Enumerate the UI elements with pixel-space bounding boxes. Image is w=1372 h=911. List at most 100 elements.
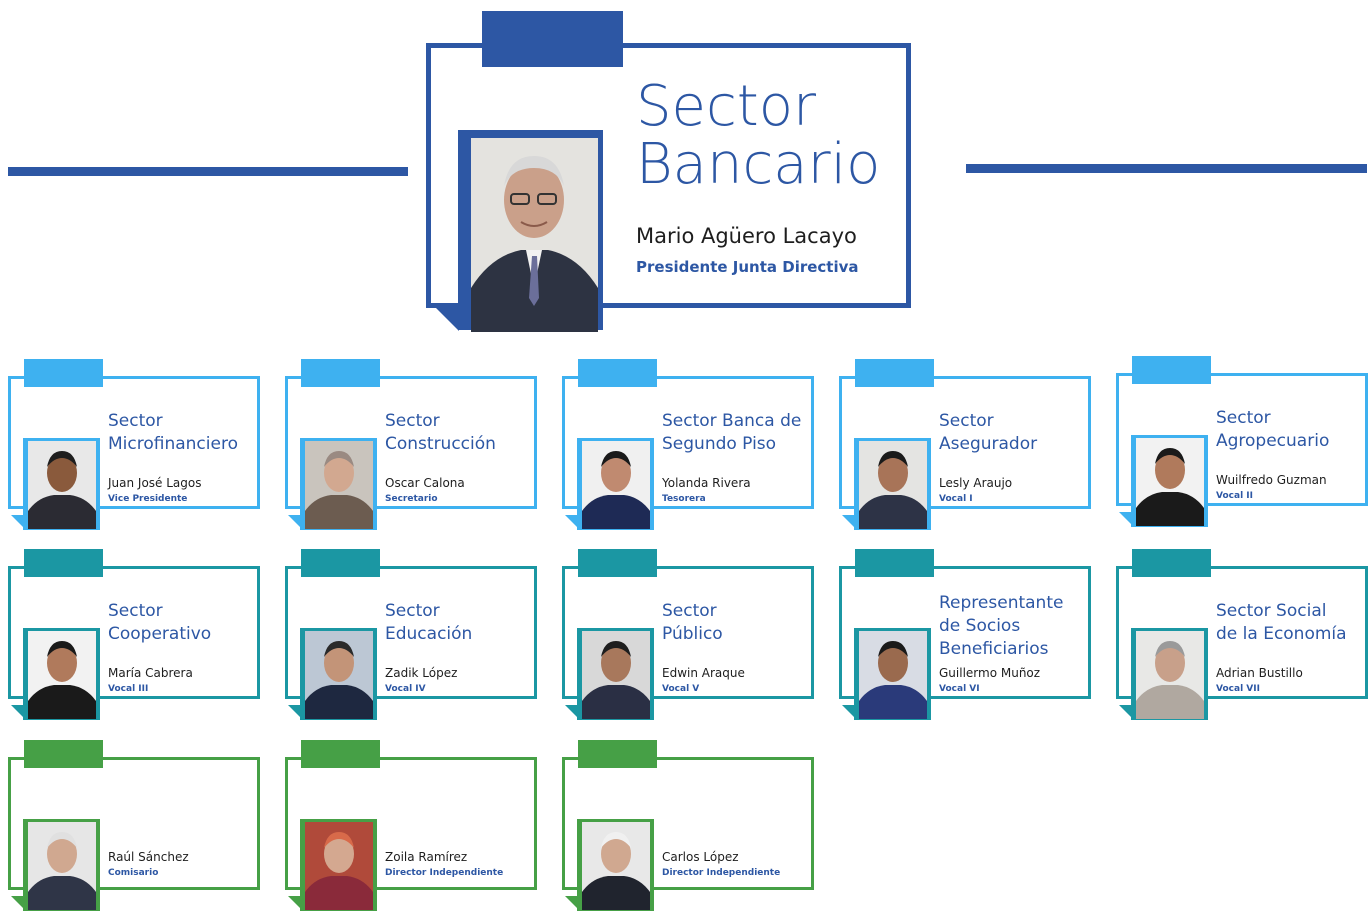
member-card-tab bbox=[24, 359, 103, 387]
member-card-tab bbox=[855, 359, 934, 387]
member-photo bbox=[305, 822, 373, 910]
member-role: Vocal VII bbox=[1216, 684, 1260, 694]
member-card-tab bbox=[24, 740, 103, 768]
left-divider-line bbox=[8, 167, 408, 176]
member-role: Vice Presidente bbox=[108, 494, 188, 504]
member-card-corner bbox=[11, 896, 23, 908]
member-photo bbox=[1136, 438, 1204, 526]
member-name: María Cabrera bbox=[108, 666, 193, 680]
member-photo bbox=[28, 441, 96, 529]
member-card-tab bbox=[578, 740, 657, 768]
member-sector-line2: Microfinanciero bbox=[108, 434, 238, 454]
member-card-tab bbox=[301, 359, 380, 387]
member-card-tab bbox=[301, 740, 380, 768]
member-card-corner bbox=[842, 705, 854, 717]
member-card-frame bbox=[8, 757, 260, 890]
member-card-frame bbox=[8, 376, 260, 509]
member-sector-line1: Representante bbox=[939, 593, 1064, 613]
member-card-tab bbox=[578, 549, 657, 577]
member-name: Guillermo Muñoz bbox=[939, 666, 1041, 680]
member-photo bbox=[582, 441, 650, 529]
member-sector-line1: Sector bbox=[939, 411, 994, 431]
member-sector-line1: Sector bbox=[108, 601, 163, 621]
member-card-corner bbox=[11, 705, 23, 717]
member-name: Carlos López bbox=[662, 850, 739, 864]
member-photo bbox=[305, 631, 373, 719]
member-sector-line1: Sector bbox=[108, 411, 163, 431]
member-role: Vocal IV bbox=[385, 684, 426, 694]
member-card-tab bbox=[1132, 356, 1211, 384]
member-card-corner bbox=[565, 515, 577, 527]
member-role: Secretario bbox=[385, 494, 438, 504]
member-name: Lesly Araujo bbox=[939, 476, 1013, 490]
member-card-corner bbox=[1119, 705, 1131, 717]
member-sector-line2: Agropecuario bbox=[1216, 431, 1330, 451]
president-sector-title: Sector Bancario bbox=[636, 78, 880, 194]
member-name: Wuilfredo Guzman bbox=[1216, 473, 1327, 487]
member-sector-line2: Construcción bbox=[385, 434, 496, 454]
member-role: Director Independiente bbox=[662, 868, 781, 878]
member-card-frame bbox=[562, 757, 814, 890]
right-divider-line bbox=[966, 164, 1367, 173]
member-photo bbox=[305, 441, 373, 529]
member-role: Vocal II bbox=[1216, 491, 1253, 501]
president-role: Presidente Junta Directiva bbox=[636, 258, 859, 276]
member-card-corner bbox=[288, 515, 300, 527]
member-name: Raúl Sánchez bbox=[108, 850, 189, 864]
member-card-tab bbox=[855, 549, 934, 577]
member-card-frame bbox=[1116, 566, 1368, 699]
member-sector-line2: Segundo Piso bbox=[662, 434, 777, 454]
member-photo bbox=[582, 631, 650, 719]
member-photo bbox=[582, 822, 650, 910]
member-card-tab bbox=[301, 549, 380, 577]
member-card-frame bbox=[839, 376, 1091, 509]
member-role: Vocal III bbox=[108, 684, 149, 694]
member-sector-line1: Sector bbox=[1216, 408, 1271, 428]
member-sector-line1: Sector bbox=[662, 601, 717, 621]
member-card-frame bbox=[839, 566, 1091, 699]
member-sector-line1: Sector Social bbox=[1216, 601, 1327, 621]
president-photo bbox=[471, 138, 598, 332]
member-sector-line2: de Socios bbox=[939, 616, 1021, 636]
member-sector-line2: Cooperativo bbox=[108, 624, 212, 644]
member-card-corner bbox=[288, 896, 300, 908]
president-name: Mario Agüero Lacayo bbox=[636, 224, 857, 248]
president-sector-line2: Bancario bbox=[636, 132, 881, 197]
member-name: Adrian Bustillo bbox=[1216, 666, 1303, 680]
member-sector-line1: Sector bbox=[385, 601, 440, 621]
member-card-corner bbox=[565, 705, 577, 717]
member-name: Juan José Lagos bbox=[108, 476, 202, 490]
member-role: Tesorera bbox=[662, 494, 706, 504]
member-card-tab bbox=[24, 549, 103, 577]
member-sector-line1: Sector Banca de bbox=[662, 411, 802, 431]
member-sector-line1: Sector bbox=[385, 411, 440, 431]
member-name: Zoila Ramírez bbox=[385, 850, 468, 864]
president-card-corner bbox=[431, 303, 459, 331]
member-card-frame bbox=[285, 566, 537, 699]
member-name: Zadik López bbox=[385, 666, 458, 680]
member-card-frame bbox=[285, 376, 537, 509]
member-card-frame bbox=[285, 757, 537, 890]
member-photo bbox=[1136, 631, 1204, 719]
member-card-frame bbox=[1116, 373, 1368, 506]
member-photo bbox=[28, 822, 96, 910]
member-card-corner bbox=[11, 515, 23, 527]
member-role: Vocal V bbox=[662, 684, 700, 694]
member-card-corner bbox=[288, 705, 300, 717]
member-role: Vocal VI bbox=[939, 684, 980, 694]
